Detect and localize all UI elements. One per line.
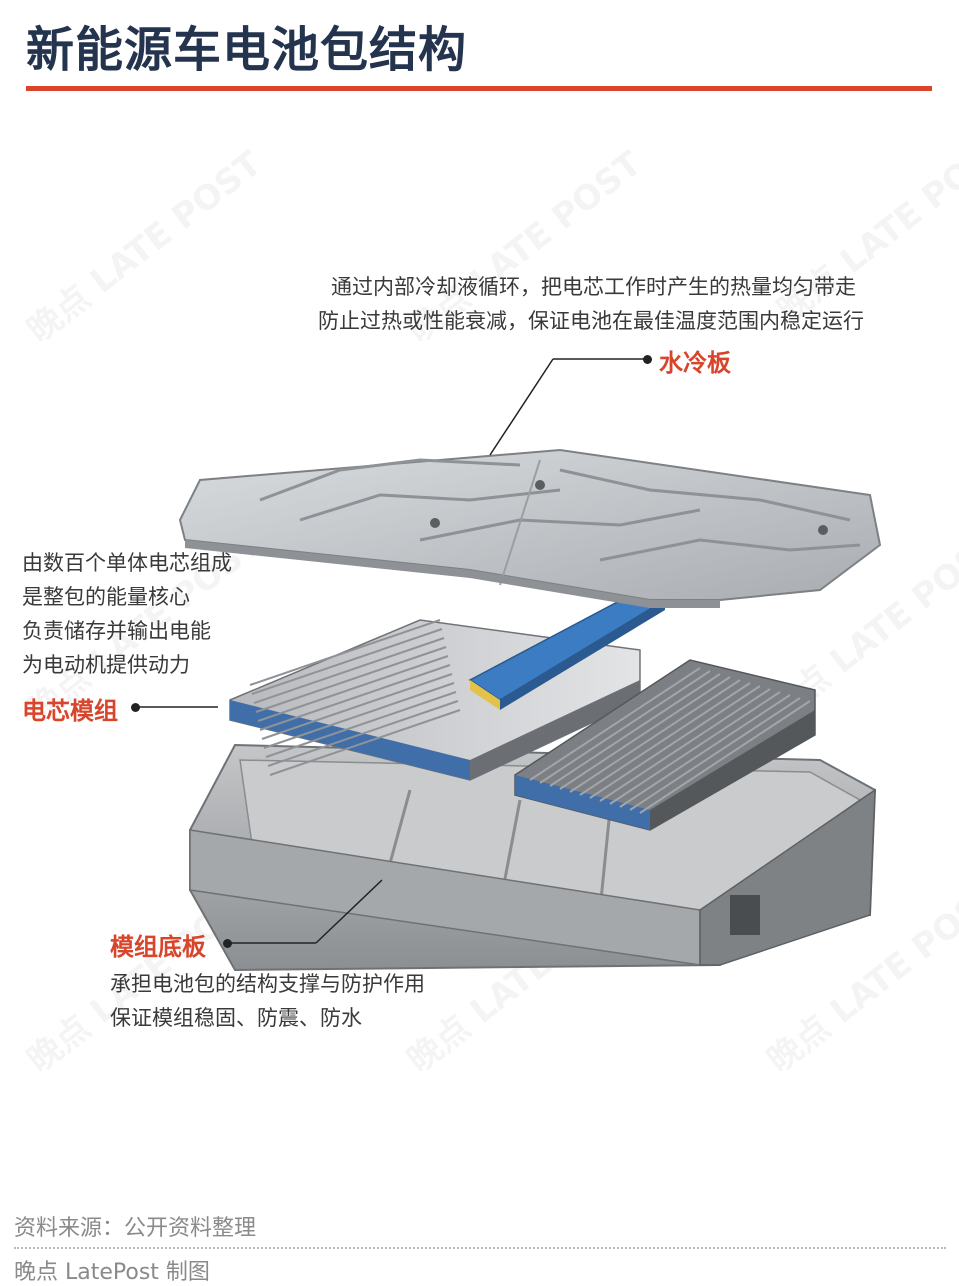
- cell-module-description-line-1: 由数百个单体电芯组成: [22, 546, 232, 580]
- source-note: 资料来源：公开资料整理: [14, 1210, 256, 1242]
- footer-divider: [14, 1247, 946, 1249]
- cooling-plate-shape: [180, 450, 880, 608]
- cell-module-description-line-4: 为电动机提供动力: [22, 648, 190, 682]
- cell-module-marker: [131, 703, 140, 712]
- cell-module-description-line-2: 是整包的能量核心: [22, 580, 190, 614]
- cooling-plate-marker: [643, 355, 652, 364]
- cooling-plate-description-line-2: 防止过热或性能衰减，保证电池在最佳温度范围内稳定运行: [318, 304, 864, 338]
- base-plate-description-line-1: 承担电池包的结构支撑与防护作用: [110, 967, 425, 1001]
- cooling-plate-label: 水冷板: [659, 343, 731, 378]
- cooling-plate-description-line-1: 通过内部冷却液循环，把电芯工作时产生的热量均匀带走: [331, 270, 856, 304]
- credit-note: 晚点 LatePost 制图: [14, 1254, 210, 1286]
- cell-module-description-line-3: 负责储存并输出电能: [22, 614, 211, 648]
- cell-module-label: 电芯模组: [22, 691, 118, 726]
- base-plate-label: 模组底板: [110, 927, 206, 962]
- base-plate-description-line-2: 保证模组稳固、防震、防水: [110, 1001, 362, 1035]
- base-plate-marker: [223, 939, 232, 948]
